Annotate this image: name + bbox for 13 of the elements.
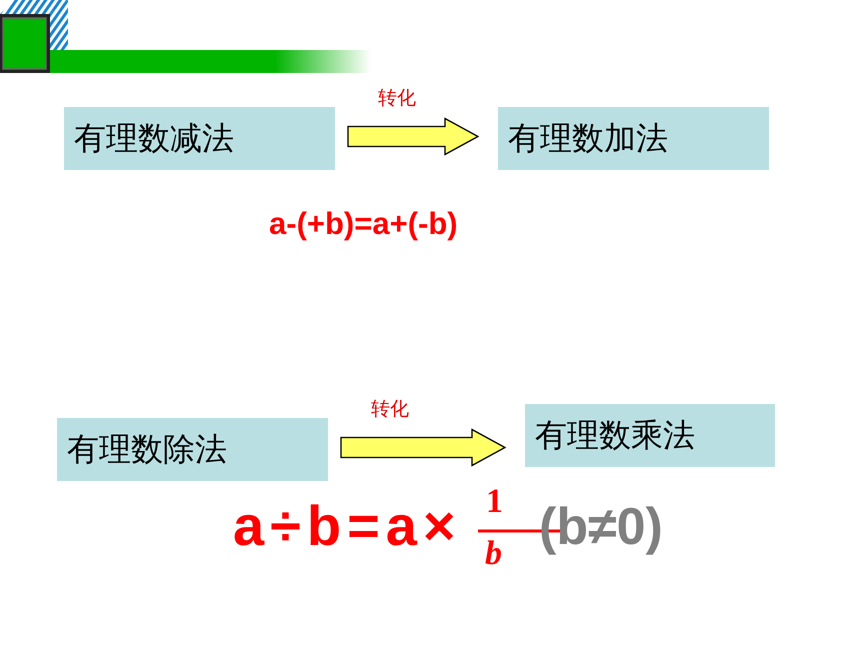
edge-label: 转化 bbox=[371, 396, 409, 422]
block-arrow bbox=[347, 117, 480, 156]
formula: a-(+b)=a+(-b) bbox=[269, 207, 458, 242]
edge-label: 转化 bbox=[378, 86, 416, 110]
text-box: 有理数减法 bbox=[64, 107, 335, 170]
text-box: 有理数加法 bbox=[498, 107, 769, 170]
block-arrow bbox=[340, 428, 506, 467]
fraction-numerator: 1 bbox=[486, 483, 503, 520]
condition-text: (b≠0) bbox=[539, 499, 663, 556]
formula: a÷b=a× bbox=[233, 495, 462, 557]
text-box: 有理数除法 bbox=[57, 418, 328, 481]
text-box: 有理数乘法 bbox=[525, 404, 775, 467]
fraction-denominator: b bbox=[485, 535, 502, 572]
